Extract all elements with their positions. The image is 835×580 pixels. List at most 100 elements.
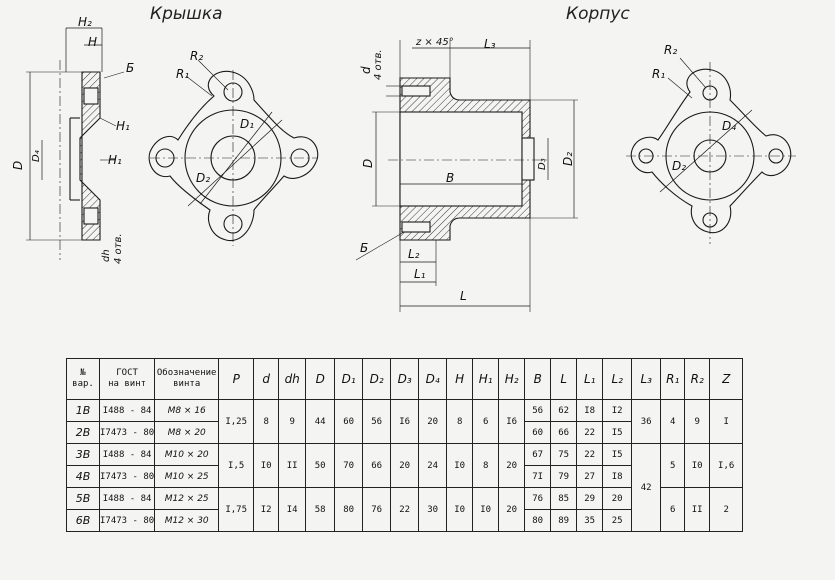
- cell-L2: I2: [602, 399, 633, 422]
- cell-D1: 70: [334, 443, 364, 488]
- cell-screw: M12 × 25: [154, 487, 220, 510]
- cell-D4: 30: [418, 487, 448, 532]
- cell-D4: 24: [418, 443, 448, 488]
- cell-p: I,25: [218, 399, 255, 444]
- cell-B: 67: [524, 443, 552, 466]
- cell-H2: 20: [498, 487, 526, 532]
- cover-label-h1-top: H₁: [116, 119, 130, 133]
- body-label-d4: D₄: [722, 119, 737, 133]
- cell-L: 85: [550, 487, 578, 510]
- cell-variant: 6В: [66, 509, 100, 532]
- header-D3: D₃: [390, 358, 420, 400]
- cell-B: 56: [524, 399, 552, 422]
- cell-dh: 9: [278, 399, 307, 444]
- cell-L1: 22: [576, 421, 604, 444]
- cell-L: 79: [550, 465, 578, 488]
- cell-gost: I488 - 84: [98, 399, 156, 422]
- cover-label-h: H: [88, 35, 98, 49]
- cell-gost: I488 - 84: [98, 487, 156, 510]
- cell-gost: I488 - 84: [98, 443, 156, 466]
- cell-variant: 4В: [66, 465, 100, 488]
- cell-H2: 20: [498, 443, 526, 488]
- cover-section-view: [26, 27, 125, 260]
- cover-label-r2: R₂: [190, 49, 204, 63]
- header-D: D: [305, 358, 336, 400]
- cell-D: 58: [305, 487, 336, 532]
- cell-D3: 20: [390, 443, 420, 488]
- cell-B: 80: [524, 509, 552, 532]
- cell-variant: 5В: [66, 487, 100, 510]
- header-R2: R₂: [684, 358, 711, 400]
- cover-label-d2: D₂: [196, 171, 211, 185]
- cell-L2: 20: [602, 487, 633, 510]
- cell-L1: I8: [576, 399, 604, 422]
- cell-D3: I6: [390, 399, 420, 444]
- cell-d: I0: [253, 443, 280, 488]
- cell-H1: I0: [472, 487, 500, 532]
- cell-H2: I6: [498, 399, 526, 444]
- cover-label-section-b: Б: [126, 61, 135, 75]
- body-label-r2: R₂: [664, 43, 678, 57]
- cover-label-h1-bottom: H₁: [108, 153, 122, 167]
- cover-title: Крышка: [150, 4, 223, 24]
- cell-H1: 8: [472, 443, 500, 488]
- cell-D1: 60: [334, 399, 364, 444]
- cell-L: 62: [550, 399, 578, 422]
- cell-H: I0: [446, 487, 474, 532]
- header-H1: H₁: [472, 358, 500, 400]
- header-D2: D₂: [362, 358, 392, 400]
- body-label-chamfer: z × 45°: [416, 37, 454, 48]
- body-label-d2-end: D₂: [672, 159, 687, 173]
- cell-L2: I5: [602, 421, 633, 444]
- cell-L: 89: [550, 509, 578, 532]
- body-label-inner-d: D: [361, 158, 375, 168]
- table-row: 1В I488 - 84 M8 × 16 I,25 8 9 44 60 56 I…: [66, 399, 744, 444]
- cell-L1: 29: [576, 487, 604, 510]
- cell-variant: 1В: [66, 399, 100, 422]
- body-label-l: L: [460, 289, 467, 303]
- table-row: 6В I7473 - 80 M12 × 30 80 89 35 25: [66, 509, 743, 532]
- header-L2: L₂: [602, 358, 633, 400]
- cell-L3: 36: [631, 399, 662, 444]
- cell-H: I0: [446, 443, 474, 488]
- cell-Z: I,6: [709, 443, 744, 488]
- cell-R1: 4: [660, 399, 686, 444]
- body-label-d3: D₃: [537, 158, 548, 170]
- cell-R2: II: [684, 487, 711, 532]
- cell-L2: I8: [602, 465, 633, 488]
- cell-screw: M8 × 20: [154, 421, 220, 444]
- body-label-l2: L₂: [408, 247, 420, 261]
- cell-screw: M10 × 25: [154, 465, 220, 488]
- cell-H: 8: [446, 399, 474, 444]
- body-label-d: d: [359, 66, 373, 74]
- cover-label-r1: R₁: [176, 67, 190, 81]
- body-label-b: B: [446, 171, 455, 185]
- cell-B: 7I: [524, 465, 552, 488]
- cell-D3: 22: [390, 487, 420, 532]
- cell-L1: 35: [576, 509, 604, 532]
- body-label-d2: D₂: [561, 151, 575, 166]
- header-D4: D₄: [418, 358, 448, 400]
- header-R1: R₁: [660, 358, 686, 400]
- cell-dh: I4: [278, 487, 307, 532]
- cell-D: 50: [305, 443, 336, 488]
- cell-L3: 42: [631, 443, 662, 532]
- cell-D2: 76: [362, 487, 392, 532]
- header-H2: H₂: [498, 358, 526, 400]
- body-label-l3: L₃: [484, 37, 496, 51]
- cell-p: I,75: [218, 487, 255, 532]
- body-title: Корпус: [566, 4, 630, 24]
- cell-L1: 27: [576, 465, 604, 488]
- header-D1: D₁: [334, 358, 364, 400]
- cell-B: 60: [524, 421, 552, 444]
- cell-screw: M10 × 20: [154, 443, 220, 466]
- cover-label-d1: D₁: [240, 117, 255, 131]
- cell-gost: I7473 - 80: [98, 465, 156, 488]
- body-label-section-b: Б: [360, 241, 369, 255]
- table-row: 2В I7473 - 80 M8 × 20 60 66 22 I5: [66, 421, 743, 444]
- cell-d: I2: [253, 487, 280, 532]
